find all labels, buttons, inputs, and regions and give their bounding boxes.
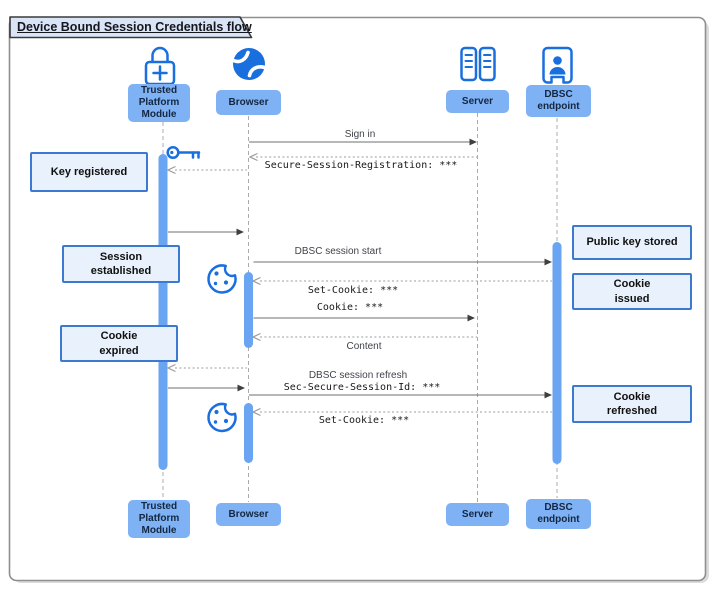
key-icon — [166, 145, 201, 160]
actor-box-browser-bottom: Browser — [216, 503, 281, 526]
state-box-cookie-issued: Cookie issued — [572, 273, 692, 310]
activation-browser-1 — [244, 272, 253, 348]
message-label-set-cookie-2: Set-Cookie: *** — [318, 415, 410, 426]
title-tab — [9, 16, 253, 39]
message-label-cookie: Cookie: *** — [316, 302, 384, 313]
arrow-tpm-to-browser-key — [168, 228, 244, 236]
arrow-sign-in — [249, 138, 477, 146]
state-box-key-registered: Key registered — [30, 152, 148, 192]
arrow-browser-to-tpm-register — [166, 165, 247, 175]
actor-box-dbsc-top: DBSC endpoint — [526, 85, 591, 117]
activation-tpm — [158, 154, 168, 470]
arrow-secure-session-registration — [248, 152, 477, 162]
actor-box-tpm-bottom: Trusted Platform Module — [128, 500, 190, 538]
diagram-title: Device Bound Session Credentials flow — [17, 20, 252, 34]
globe-icon — [231, 48, 267, 80]
arrow-browser-to-tpm-refresh — [166, 363, 247, 373]
arrow-set-cookie-1 — [251, 276, 552, 286]
message-label-content: Content — [346, 341, 382, 352]
actor-box-dbsc-bottom: DBSC endpoint — [526, 499, 591, 529]
state-box-session-established: Session established — [62, 245, 180, 283]
state-box-cookie-expired: Cookie expired — [60, 325, 178, 362]
actor-box-server-bottom: Server — [446, 503, 509, 526]
arrow-tpm-to-browser-sign — [168, 384, 245, 392]
actor-box-tpm-top: Trusted Platform Module — [128, 84, 190, 122]
arrow-cookie — [253, 314, 475, 322]
message-label-sec-secure-session-id: Sec-Secure-Session-Id: *** — [283, 382, 441, 393]
arrow-content — [251, 332, 477, 342]
id-badge-icon — [542, 46, 573, 86]
diagram-frame — [8, 16, 707, 582]
activation-dbsc — [552, 242, 562, 464]
server-rack-icon — [460, 46, 496, 82]
arrow-set-cookie-2 — [251, 407, 552, 417]
arrow-dbsc-session-refresh — [249, 391, 552, 399]
state-box-public-key-stored: Public key stored — [572, 225, 692, 260]
actor-box-server-top: Server — [446, 90, 509, 113]
message-label-sign-in: Sign in — [344, 129, 376, 140]
message-label-secure-session-registration: Secure-Session-Registration: *** — [264, 160, 458, 171]
activation-browser-2 — [244, 403, 253, 463]
state-box-cookie-refreshed: Cookie refreshed — [572, 385, 692, 423]
message-label-dbsc-session-refresh: DBSC session refresh — [308, 370, 408, 381]
message-label-set-cookie-1: Set-Cookie: *** — [307, 285, 399, 296]
actor-box-browser-top: Browser — [216, 90, 281, 115]
message-label-dbsc-session-start: DBSC session start — [294, 246, 382, 257]
arrow-dbsc-session-start — [253, 258, 552, 266]
